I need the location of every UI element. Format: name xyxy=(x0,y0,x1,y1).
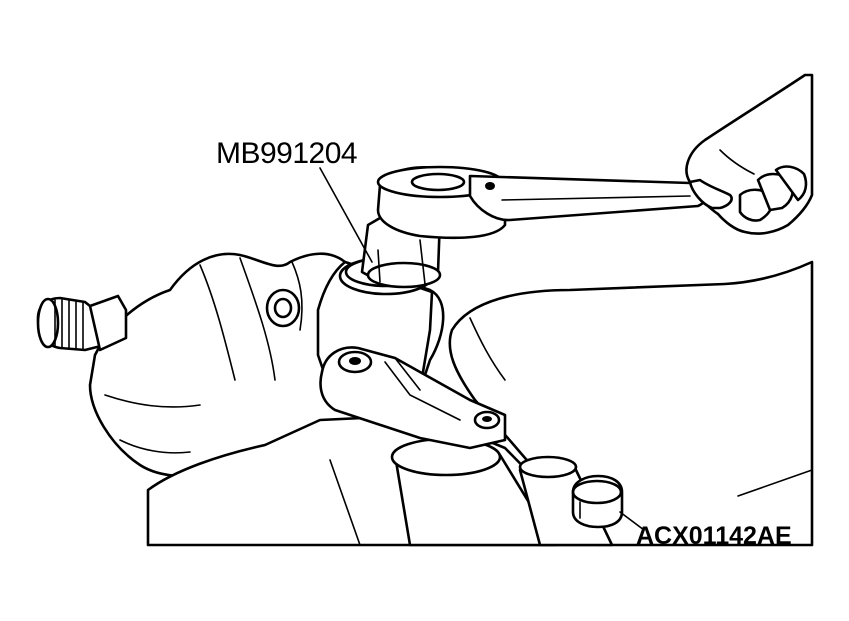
special-tool-socket xyxy=(360,165,507,289)
end-cap xyxy=(571,474,624,529)
mounting-bracket xyxy=(319,346,507,450)
rack-tube xyxy=(146,413,614,547)
tool-leader-line xyxy=(319,167,373,263)
wrench xyxy=(468,174,708,222)
figure-id-label: ACX01142AE xyxy=(636,522,792,550)
hand xyxy=(685,73,814,235)
tool-number-label: MB991204 xyxy=(216,137,358,170)
pinion-shaft xyxy=(36,294,128,352)
cap-leader-line xyxy=(619,511,645,531)
